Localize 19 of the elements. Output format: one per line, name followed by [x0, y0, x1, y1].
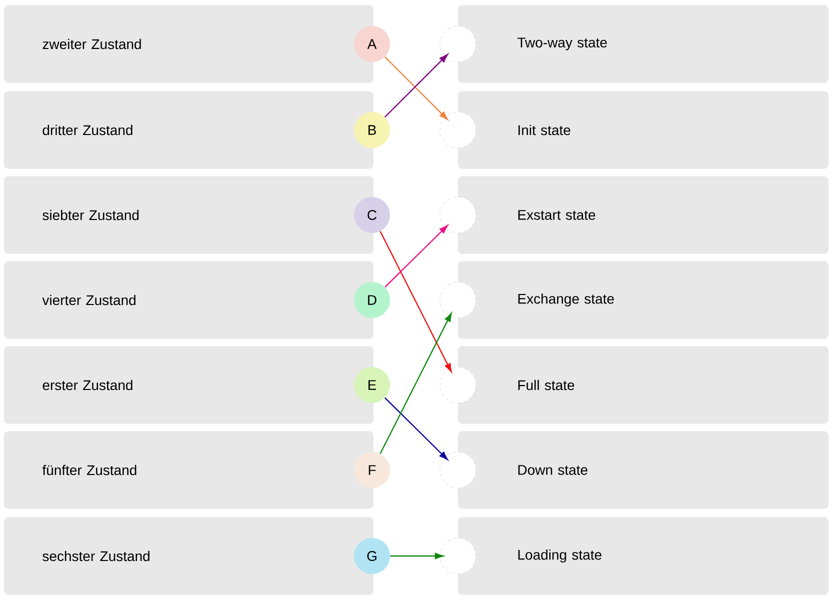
arrow	[384, 225, 448, 288]
target-circle	[440, 452, 476, 488]
arrow	[384, 397, 448, 460]
definition-box: Two-way state	[458, 5, 828, 83]
arrow	[380, 312, 452, 454]
target-circle	[440, 196, 476, 234]
definition-box: Loading state	[458, 517, 828, 595]
target-circle	[440, 538, 476, 574]
definition-box: Full state	[458, 346, 828, 424]
definition-box: Exstart state	[458, 176, 828, 254]
arrow	[390, 552, 444, 560]
target-circle	[440, 112, 476, 148]
target-circle	[440, 366, 476, 404]
arrow	[380, 230, 452, 372]
target-circle	[440, 26, 476, 62]
definition-box: Init state	[458, 91, 828, 169]
definition-box: Exchange state	[458, 261, 828, 339]
definition-box: Down state	[458, 431, 828, 509]
target-circle	[440, 282, 476, 318]
